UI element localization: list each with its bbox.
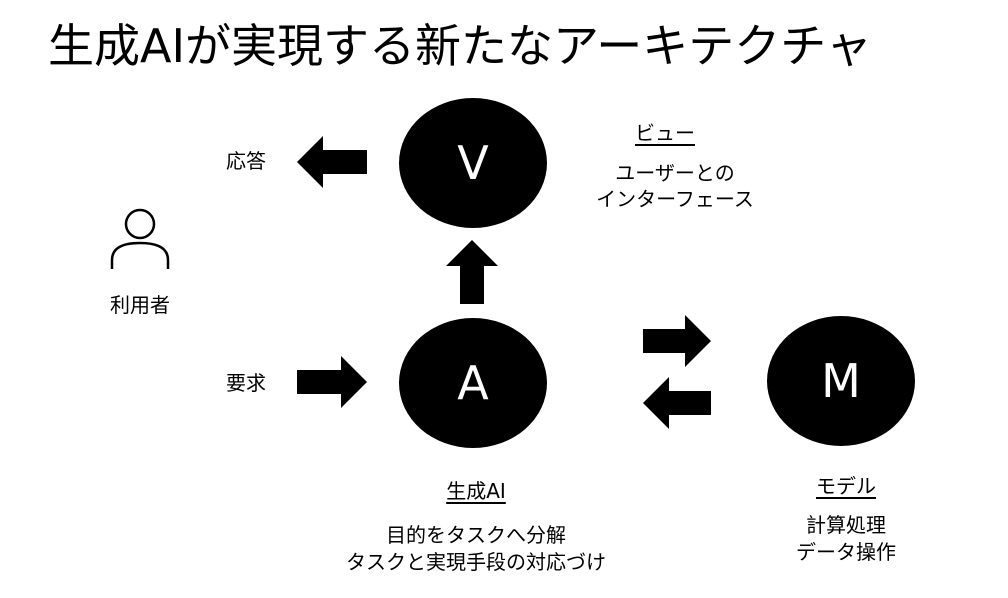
request-label: 要求	[226, 371, 266, 395]
response-label: 応答	[226, 149, 266, 173]
response-arrow	[297, 136, 367, 188]
generator-desc-line-1: 目的をタスクへ分解	[386, 523, 566, 547]
model-heading: モデル	[816, 474, 876, 498]
page-title: 生成AIが実現する新たなアーキテクチャ	[48, 19, 872, 73]
view-circle: V	[399, 98, 547, 228]
up-arrow	[446, 240, 498, 304]
generator-heading: 生成AI	[446, 479, 506, 503]
model-desc-line-2: データ操作	[796, 540, 896, 564]
user-label: 利用者	[110, 293, 170, 317]
request-arrow	[297, 356, 367, 408]
model-circle: M	[767, 316, 915, 446]
view-heading: ビュー	[635, 121, 695, 145]
generator-circle: A	[399, 318, 547, 448]
view-desc-line-2: インターフェース	[596, 187, 754, 211]
person-icon	[110, 208, 170, 269]
view-desc-line-1: ユーザーとの	[615, 161, 735, 185]
generator-desc-line-2: タスクと実現手段の対応づけ	[346, 550, 606, 574]
model-desc-line-1: 計算処理	[806, 513, 886, 537]
right-arrow-to-model	[643, 315, 711, 367]
left-arrow-from-model	[643, 377, 711, 429]
